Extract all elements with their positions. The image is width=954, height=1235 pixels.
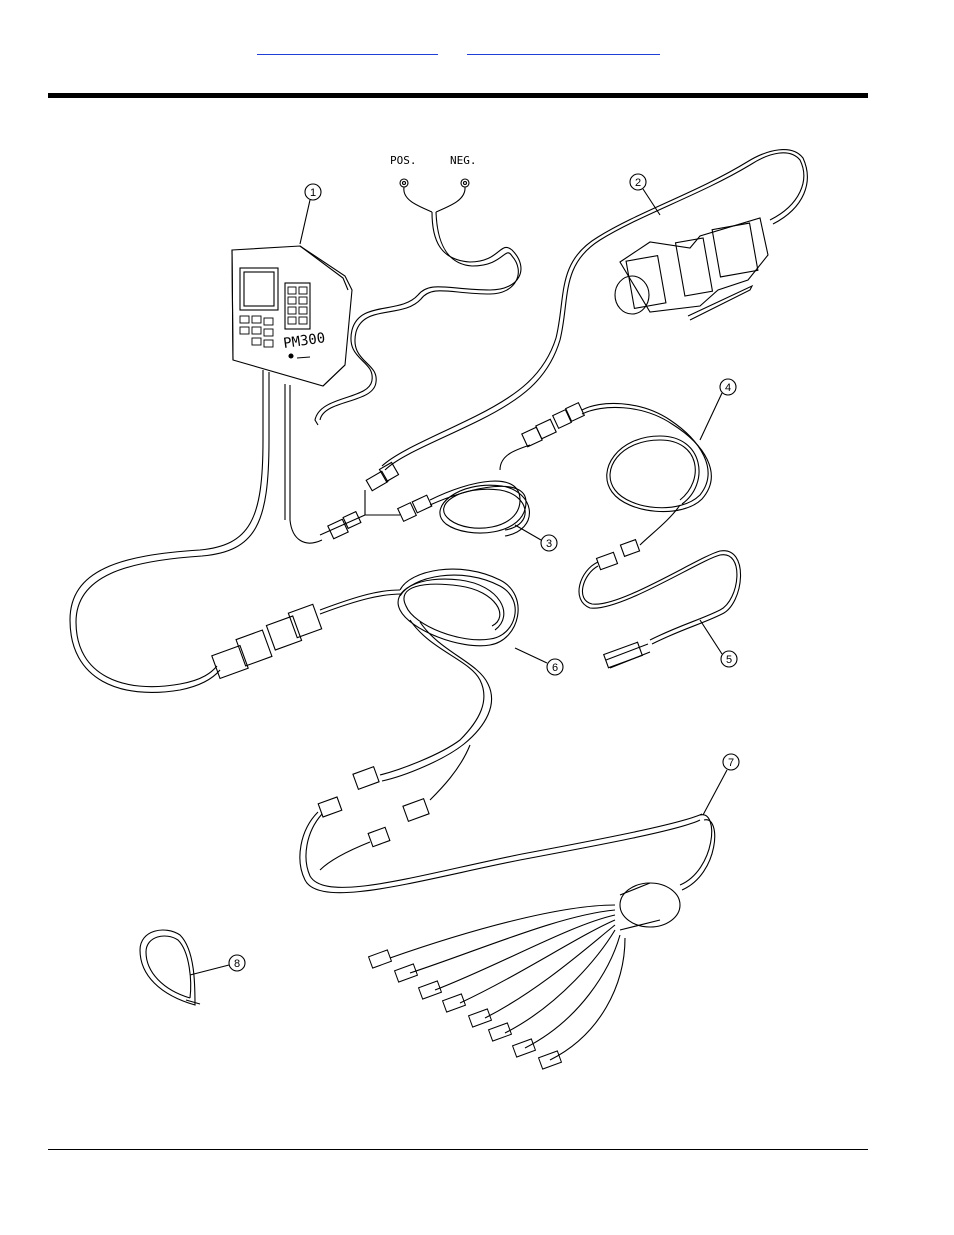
item-6-harness — [70, 440, 702, 893]
item-8-cable-tie — [140, 930, 200, 1005]
callouts: 1 2 3 4 5 6 7 8 — [190, 174, 739, 975]
bottom-rule — [48, 1149, 868, 1150]
monitor-unit: PM300 — [232, 246, 352, 520]
item-4-cable — [553, 403, 712, 570]
item-7-harness — [369, 815, 715, 1069]
callout-7: 7 — [728, 757, 734, 769]
battery-lead: POS. NEG. — [315, 154, 521, 425]
callout-3: 3 — [546, 538, 552, 550]
neg-label: NEG. — [450, 154, 477, 167]
callout-8: 8 — [234, 958, 240, 970]
switch-assembly — [382, 150, 807, 470]
callout-1: 1 — [310, 187, 316, 199]
display-text: PM300 — [282, 330, 326, 352]
item-3-harness — [290, 419, 556, 543]
pos-label: POS. — [390, 154, 417, 167]
callout-4: 4 — [725, 382, 731, 394]
callout-6: 6 — [552, 662, 558, 674]
callout-2: 2 — [635, 177, 641, 189]
callout-5: 5 — [726, 654, 732, 666]
